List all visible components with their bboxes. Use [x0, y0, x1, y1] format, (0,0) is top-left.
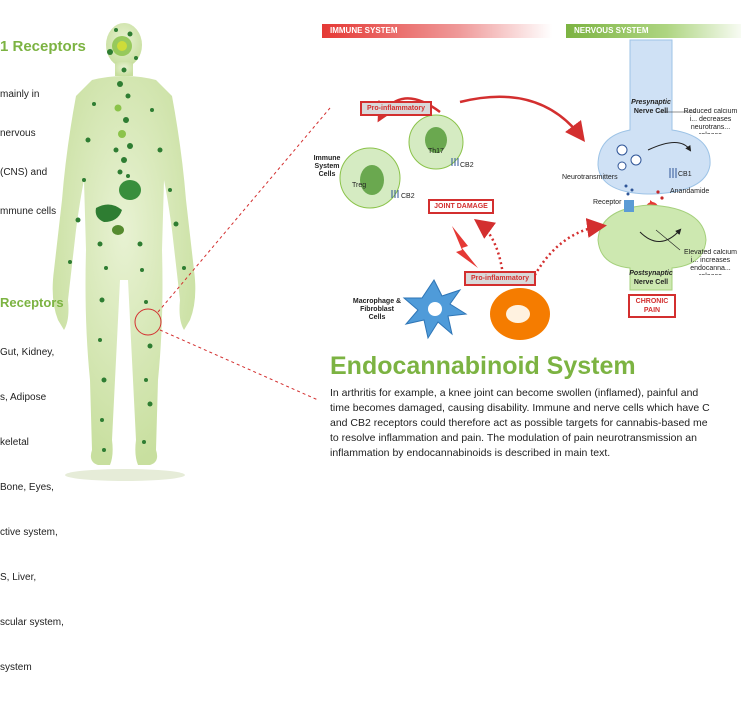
receptor-dot [97, 241, 103, 247]
cb1-label: CB1 [678, 171, 692, 178]
cb2-line: ctive system, [0, 527, 58, 538]
cb2-line: S, Liver, [0, 572, 37, 583]
immune-system-cells-label: Immune System Cells [313, 155, 341, 178]
description-line: and CB2 receptors could therefore act as… [330, 417, 708, 429]
presynaptic-nerve-cell-label: Nerve Cell [633, 108, 669, 115]
receptor-dot [147, 343, 153, 349]
cb1-line: mainly in [0, 89, 40, 100]
cb2-line: scular system, [0, 617, 64, 628]
receptor-dot [117, 81, 123, 87]
anandamide-label: Anandamide [670, 188, 710, 195]
receptor-dot [100, 418, 104, 422]
receptor-dot [114, 104, 122, 112]
description-line: inflammation by endocannabinoids is desc… [330, 447, 611, 459]
receptor-dot [182, 266, 186, 270]
receptor-dot [134, 56, 138, 60]
receptor-dot [101, 377, 107, 383]
receptor-dot [137, 241, 143, 247]
cb1-line: nervous [0, 128, 36, 139]
cb1-description: mainly in nervous (CNS) and mmune cells [0, 62, 56, 244]
knee-highlight-circle [134, 308, 162, 336]
cb2-label-a: CB2 [460, 162, 474, 169]
endocannabinoid-title: Endocannabinoid System [330, 352, 636, 380]
receptor-dot [117, 169, 123, 175]
receptor-dot [123, 117, 129, 123]
receptor-dot [92, 102, 96, 106]
receptor-dot [85, 137, 91, 143]
postsynaptic-label: Postsynaptic [629, 270, 673, 277]
reduced-calcium-label: Reduced calcium i... decreases neurotran… [683, 108, 738, 134]
receptor-dot [126, 174, 130, 178]
cb2-line: system [0, 662, 32, 673]
cb1-line: (CNS) and [0, 167, 48, 178]
description-line: to resolve inflammation and pain. The mo… [330, 432, 697, 444]
cb2-line: s, Adipose [0, 392, 47, 403]
neurotransmitters-label: Neurotransmitters [562, 174, 618, 181]
receptor-dot [98, 338, 102, 342]
immune-nervous-diagram [339, 39, 711, 340]
receptor-dot [140, 268, 144, 272]
cb2-title: Receptors [0, 295, 64, 310]
receptor-dot [102, 448, 106, 452]
receptor-dot [121, 67, 127, 73]
nervous-system-banner: NERVOUS SYSTEM [566, 24, 741, 38]
pro-inflammatory-label-bottom: Pro-inflammatory [464, 271, 536, 286]
receptor-dot [144, 300, 148, 304]
receptor-dot [113, 147, 119, 153]
description-line: time becomes damaged, causing disability… [330, 402, 710, 414]
human-body-illustration [52, 23, 331, 481]
lightning-bolt-icon [452, 226, 478, 268]
cb2-label-b: CB2 [401, 193, 415, 200]
receptor-dot [127, 143, 133, 149]
cb2-line: keletal [0, 437, 29, 448]
receptor-dot [82, 178, 86, 182]
receptor-dot [104, 266, 108, 270]
receptor-dot [144, 378, 148, 382]
receptor-dot [147, 401, 153, 407]
receptor-dot [125, 93, 131, 99]
receptor-dot [68, 260, 72, 264]
cb1-receptor-icon [669, 168, 677, 178]
receptor-label: Receptor [593, 199, 622, 206]
receptor-icon [624, 200, 634, 212]
immune-system-banner: IMMUNE SYSTEM [322, 24, 552, 38]
pro-inflammatory-label-top: Pro-inflammatory [360, 101, 432, 116]
receptor-dot [157, 147, 163, 153]
receptor-dot [127, 31, 133, 37]
macrophage-fibroblast-label: Macrophage & Fibroblast Cells [352, 298, 402, 321]
treg-label: Treg [352, 182, 367, 189]
receptor-dot [75, 217, 81, 223]
receptor-dot [142, 440, 146, 444]
receptor-dot [107, 49, 113, 55]
cb1-title: 1 Receptors [0, 38, 86, 55]
receptor-dot [121, 157, 127, 163]
receptor-dot [118, 130, 126, 138]
cb2-line: Gut, Kidney, [0, 347, 55, 358]
cb1-line: mmune cells [0, 206, 57, 217]
receptor-dot [99, 297, 105, 303]
receptor-dot [150, 108, 154, 112]
th17-label: Th17 [428, 148, 444, 155]
body-silhouette [52, 76, 196, 465]
postsynaptic-nerve-cell-label: Nerve Cell [633, 279, 669, 286]
description-paragraph: In arthritis for example, a knee joint c… [330, 386, 741, 461]
receptor-dot [168, 188, 172, 192]
cb2-receptor-icon [391, 158, 459, 198]
chronic-pain-label: CHRONIC PAIN [628, 294, 676, 318]
presynaptic-nerve-cell [597, 39, 711, 195]
receptor-dot [114, 28, 118, 32]
receptor-dot [173, 221, 179, 227]
joint-damage-label: JOINT DAMAGE [428, 199, 494, 214]
elevated-calcium-label: Elevated calcium i... increases endocann… [684, 249, 737, 275]
presynaptic-label: Presynaptic [631, 99, 671, 106]
description-line: In arthritis for example, a knee joint c… [330, 387, 699, 399]
